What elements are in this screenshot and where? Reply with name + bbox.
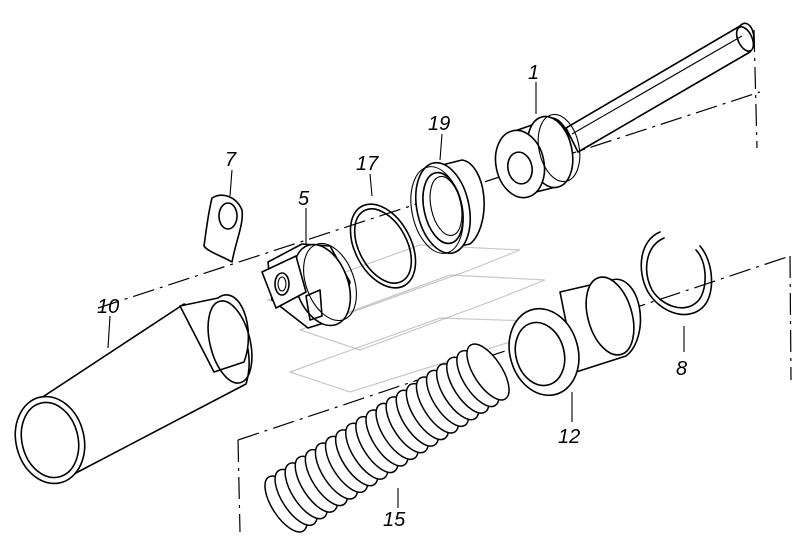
- part-8-snap-ring: [640, 231, 713, 316]
- part-1-rod: [494, 22, 755, 199]
- leader-lines: [107, 82, 685, 508]
- part-15-spring: [264, 343, 510, 533]
- callout-5: 5: [298, 188, 310, 210]
- callout-15: 15: [383, 509, 406, 531]
- callout-7: 7: [225, 149, 237, 171]
- callout-1: 1: [528, 62, 539, 84]
- spring-coil: [466, 343, 510, 401]
- part-17-o-ring: [349, 203, 417, 289]
- part-19-bushing: [410, 159, 485, 255]
- part-5-nut: [261, 242, 357, 329]
- callout-labels: 1 19 17 5 7 10 12 15 8: [97, 62, 687, 531]
- part-12-sleeve: [508, 276, 642, 397]
- callout-12: 12: [558, 426, 580, 448]
- callout-10: 10: [97, 296, 119, 318]
- part-7-plate: [203, 194, 244, 263]
- part-10-tube: [14, 294, 253, 485]
- assembly-axis: [97, 29, 792, 533]
- callout-8: 8: [676, 358, 687, 380]
- callout-17: 17: [356, 153, 379, 175]
- callout-19: 19: [428, 113, 450, 135]
